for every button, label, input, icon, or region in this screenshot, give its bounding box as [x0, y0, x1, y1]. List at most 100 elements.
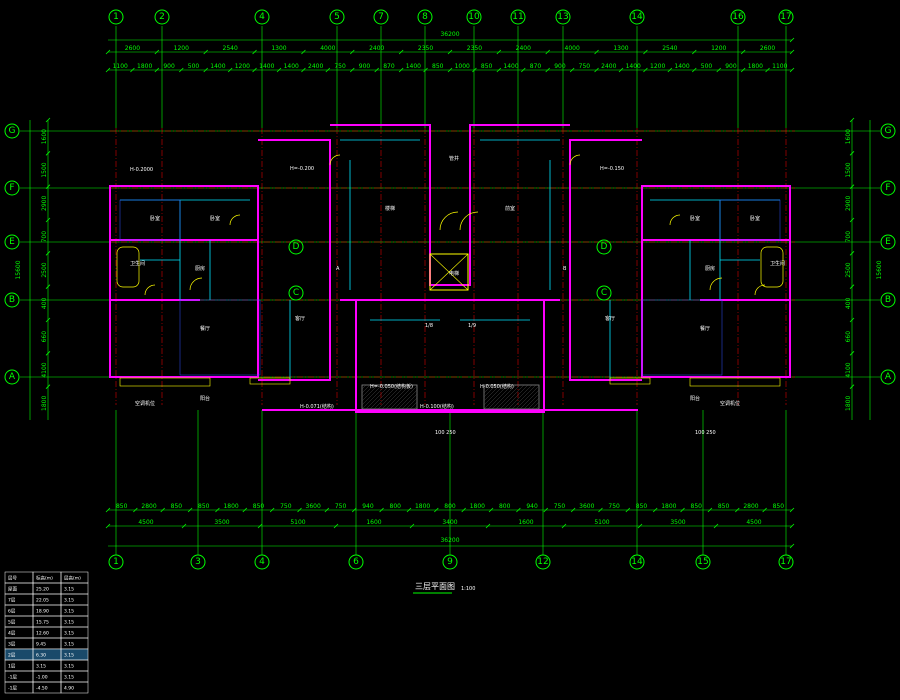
top-dim-2-tick	[130, 67, 135, 73]
balcony-hatch	[483, 384, 489, 390]
left-dim-text: 1600	[41, 129, 48, 144]
bottom-dim-1-tick	[434, 507, 439, 513]
axis-label-top: 14	[631, 12, 643, 22]
door-swing	[329, 154, 341, 166]
axis-bubble-inner	[288, 239, 304, 255]
axis-label-inner: C	[293, 288, 299, 298]
axis-bubble-bottom	[190, 554, 206, 570]
axis-label-left: A	[9, 372, 16, 382]
axis-label-top: 5	[334, 12, 340, 22]
balcony-hatch	[373, 384, 399, 410]
bottom-dim-1-text: 750	[335, 503, 347, 510]
level-table-value: -4.50	[36, 686, 48, 692]
balcony-hatch	[515, 385, 540, 410]
bottom-dim-2-tick	[637, 523, 643, 529]
axis-label-right: E	[885, 237, 891, 247]
axis-label-bottom: 9	[447, 557, 453, 567]
bottom-dim-1-text: 3600	[579, 503, 594, 510]
bottom-dim-2-tick	[409, 523, 415, 529]
room-label: 卧室	[210, 215, 220, 222]
right-dim-tick	[849, 151, 855, 156]
axis-label-top: 13	[557, 12, 568, 22]
bottom-dim-1-text: 850	[253, 503, 265, 510]
room-label: 管井	[449, 155, 459, 162]
top-dim-2-text: 2400	[601, 63, 616, 70]
axis-label-inner: D	[293, 242, 300, 252]
top-dim-1-text: 2540	[223, 45, 238, 52]
top-dim-2-tick	[179, 67, 184, 73]
balcony-hatch	[397, 389, 418, 410]
axis-bubble-right	[880, 292, 896, 308]
axis-bubble-left	[4, 180, 20, 196]
annotation: 100 250	[435, 430, 456, 436]
axis-bubble-bottom	[254, 554, 270, 570]
axis-label-left: B	[9, 295, 15, 305]
right-dim-text: 2900	[845, 196, 852, 211]
axis-bubble-left	[4, 369, 20, 385]
bottom-dim-2-tick	[181, 523, 187, 529]
axis-bubble-top	[329, 9, 345, 25]
bottom-dim-1-tick	[543, 507, 549, 513]
room-label: 卧室	[690, 215, 700, 222]
bottom-dim-1-tick	[680, 507, 685, 513]
bottom-dim-1-tick	[187, 507, 193, 513]
top-dim-2-text: 900	[163, 63, 175, 70]
bottom-dim-1-text: 1800	[415, 503, 430, 510]
level-table-value: 4.90	[64, 686, 74, 692]
top-dim-1-text: 2540	[662, 45, 677, 52]
axis-bubble-top	[730, 9, 746, 25]
room-label: 楼梯	[385, 205, 395, 212]
right-dim-text: 1500	[845, 162, 852, 177]
balcony-hatch	[527, 397, 540, 410]
level-table-value: 3.15	[36, 664, 46, 670]
axis-bubble-inner	[288, 285, 304, 301]
top-dim-2-text: 1400	[284, 63, 299, 70]
level-table-value: 5层	[8, 620, 16, 626]
annotation: 100 250	[695, 430, 716, 436]
top-dim-2-tick	[472, 67, 477, 73]
bottom-dim-2-tick	[485, 523, 491, 529]
level-table-value: 4层	[8, 631, 16, 637]
top-dim-1-tick	[496, 49, 502, 55]
bottom-dim-1-text: 1800	[470, 503, 485, 510]
balcony-hatch	[361, 384, 367, 390]
room-label: 前室	[505, 205, 515, 212]
balcony-hatch	[413, 405, 418, 410]
axis-bubble-inner	[596, 285, 612, 301]
bottom-dim-1-tick	[324, 507, 330, 513]
elevator-cross	[429, 253, 469, 291]
balcony-hatch	[535, 405, 540, 410]
door-swing	[709, 277, 723, 291]
top-dim-2-text: 850	[481, 63, 493, 70]
bottom-dim-2-text: 1600	[366, 519, 381, 526]
axis-label-top: 2	[159, 12, 165, 22]
drawing-scale: 1:100	[461, 586, 475, 592]
right-dim-tick	[849, 251, 855, 256]
top-dim-1-tick	[203, 49, 208, 55]
bottom-dim-1-tick	[379, 507, 384, 513]
bottom-dim-1-text: 750	[554, 503, 566, 510]
balcony-hatch	[483, 384, 501, 402]
bottom-dim-1-text: 750	[608, 503, 620, 510]
right-total-dim: 15600	[876, 260, 883, 279]
top-dim-2-text: 1400	[210, 63, 225, 70]
bottom-dim-1-tick	[297, 507, 302, 513]
bottom-dim-1-tick	[598, 507, 603, 513]
bottom-dim-2-text: 5100	[290, 519, 305, 526]
annotation: H-0.050(结构)	[480, 383, 514, 390]
bottom-dim-1-tick	[105, 507, 111, 513]
annotation: 1/9	[468, 323, 476, 329]
room-label: 电梯	[449, 270, 459, 277]
balcony-hatch	[483, 384, 493, 394]
overall-width-bottom: 36200	[440, 537, 459, 544]
balcony-hatch	[381, 384, 407, 410]
left-dim-tick	[45, 251, 51, 256]
bottom-dim-2-text: 3500	[214, 519, 229, 526]
level-table-value: -1层	[8, 686, 17, 692]
right-dim-tick	[849, 384, 855, 389]
top-dim-1-text: 4000	[565, 45, 580, 52]
axis-bubble-left	[4, 234, 20, 250]
axis-bubble-bottom	[629, 554, 645, 570]
axis-bubble-top	[373, 9, 389, 25]
door-swing	[754, 284, 766, 296]
